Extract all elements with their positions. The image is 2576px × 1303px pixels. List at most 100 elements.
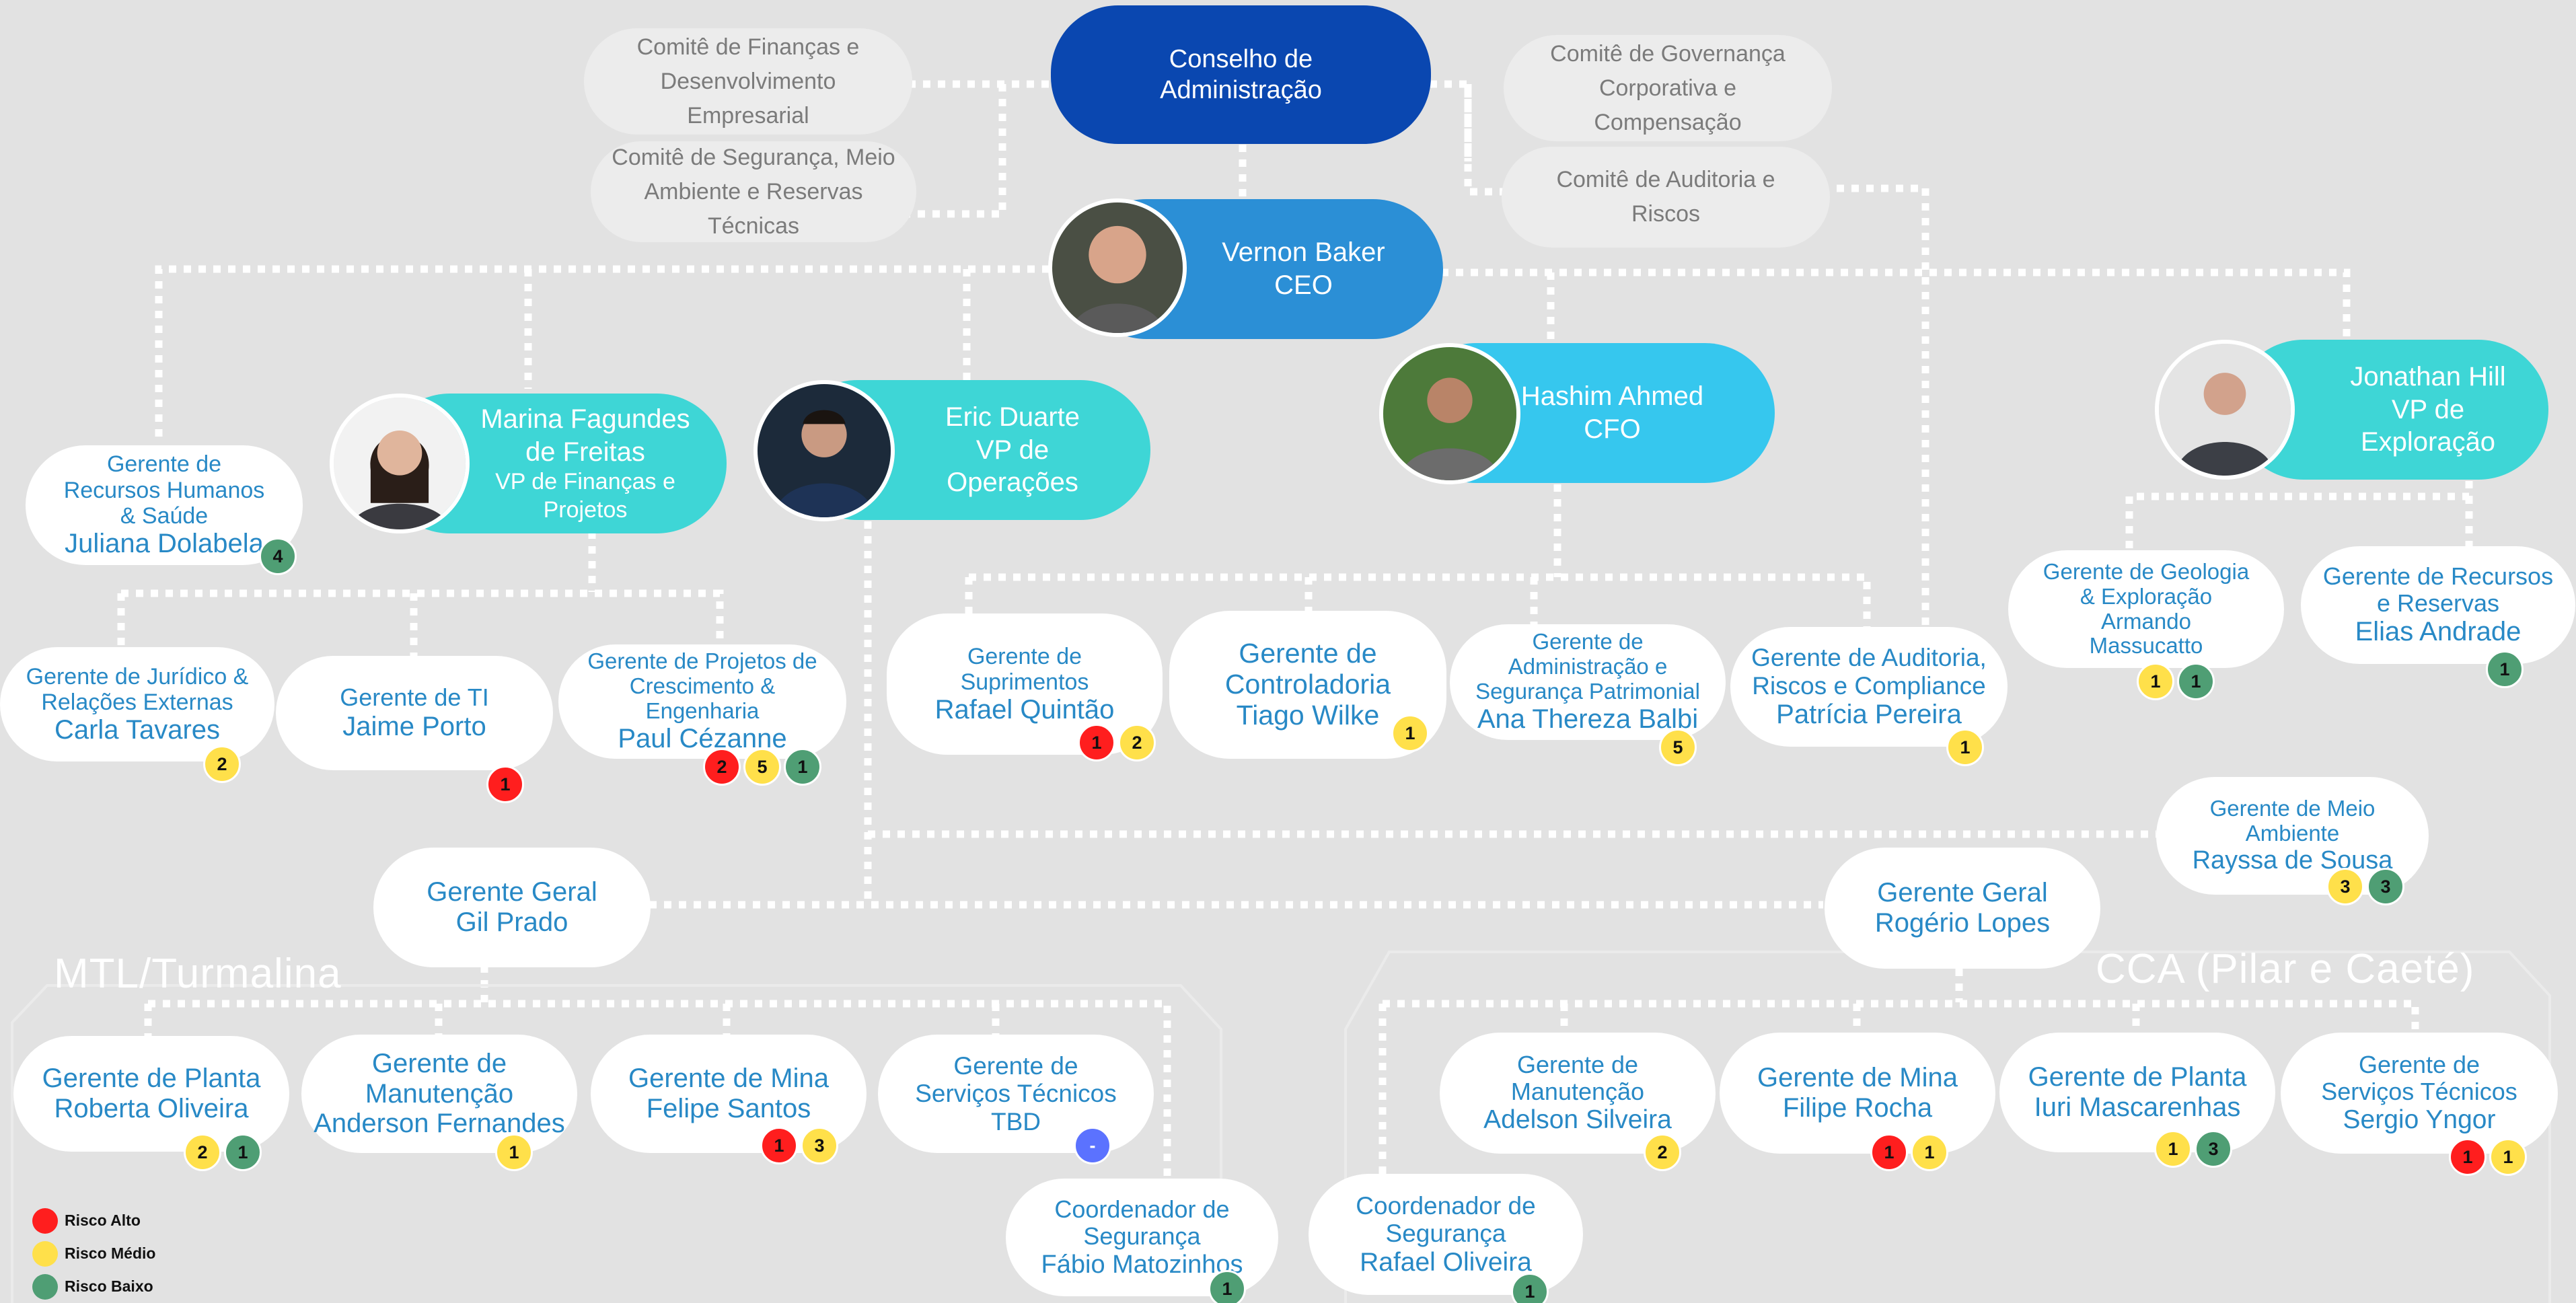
manager-servicos-tbd-title2: Serviços Técnicos	[915, 1080, 1117, 1108]
manager-servicos-sergio-name: Sergio Yngor	[2343, 1105, 2496, 1135]
manager-meio-ambiente[interactable]: Gerente de Meio Ambiente Rayssa de Sousa	[2156, 777, 2429, 895]
manager-rh[interactable]: Gerente de Recursos Humanos & Saúde Juli…	[26, 445, 303, 565]
manager-servicos-sergio[interactable]: Gerente de Serviços Técnicos Sergio Yngo…	[2281, 1033, 2558, 1154]
legend-medium: Risco Médio	[32, 1237, 155, 1270]
manager-rh-name: Juliana Dolabela	[65, 528, 264, 558]
manager-administracao-name: Ana Thereza Balbi	[1477, 704, 1699, 735]
manager-mina-felipe-title: Gerente de Mina	[628, 1064, 829, 1094]
manager-rh-title3: & Saúde	[120, 502, 209, 529]
cfo-name: Hashim Ahmed	[1520, 381, 1704, 412]
manager-geologia[interactable]: Gerente de Geologia & Exploração Armando…	[2008, 550, 2284, 668]
manager-administracao[interactable]: Gerente de Administração e Segurança Pat…	[1450, 624, 1726, 740]
vp-financas-title1: VP de Finanças e	[495, 469, 675, 495]
manager-manutencao-anderson-name: Anderson Fernandes	[314, 1109, 565, 1139]
manager-auditoria[interactable]: Gerente de Auditoria, Riscos e Complianc…	[1730, 627, 2008, 747]
risk-badge-low: 1	[1208, 1270, 1246, 1303]
coordinator-rafael-name: Rafael Oliveira	[1360, 1247, 1532, 1277]
risk-badge-medium: 2	[1118, 724, 1156, 761]
manager-manutencao-adelson-title1: Gerente de	[1516, 1050, 1639, 1078]
manager-geral-gil[interactable]: Gerente Geral Gil Prado	[373, 848, 651, 967]
committee-financas-line1: Comitê de Finanças e	[636, 34, 860, 60]
manager-geral-gil-name: Gil Prado	[455, 907, 568, 937]
manager-recursos[interactable]: Gerente de Recursos e Reservas Elias And…	[2301, 546, 2575, 664]
committee-governanca-line3: Compensação	[1594, 109, 1742, 135]
legend-low: Risco Baixo	[32, 1270, 155, 1303]
manager-suprimentos-title1: Gerente de	[967, 643, 1082, 669]
manager-geral-gil-title: Gerente Geral	[427, 877, 597, 907]
manager-geral-rogerio-name: Rogério Lopes	[1874, 908, 2051, 938]
coordinator-fabio-badges: 1	[1208, 1270, 1246, 1303]
manager-ti-badges: 1	[486, 766, 524, 803]
manager-juridico-title2: Relações Externas	[41, 689, 233, 715]
risk-badge-medium: 1	[495, 1133, 533, 1171]
manager-recursos-title1: Gerente de Recursos	[2322, 562, 2554, 590]
manager-geral-rogerio[interactable]: Gerente Geral Rogério Lopes	[1825, 848, 2100, 969]
risk-badge-high: 1	[1078, 724, 1115, 761]
manager-administracao-title1: Gerente de	[1532, 629, 1644, 655]
coordinator-rafael-title2: Segurança	[1385, 1220, 1506, 1248]
manager-manutencao-adelson[interactable]: Gerente de Manutenção Adelson Silveira	[1440, 1033, 1716, 1154]
risk-badge-medium: 1	[2154, 1130, 2192, 1168]
board-line1: Conselho de	[1169, 44, 1313, 73]
vp-exploracao-title2: Exploração	[2360, 427, 2496, 457]
manager-mina-filipe[interactable]: Gerente de Mina Filipe Rocha	[1720, 1033, 1995, 1154]
manager-projetos[interactable]: Gerente de Projetos de Crescimento & Eng…	[558, 644, 846, 759]
risk-badge-low: 1	[2486, 650, 2524, 688]
legend-high-dot	[32, 1207, 58, 1234]
manager-projetos-title3: Engenharia	[645, 698, 760, 724]
legend-high-label: Risco Alto	[65, 1212, 141, 1229]
manager-mina-filipe-title: Gerente de Mina	[1757, 1063, 1958, 1093]
manager-ti-title1: Gerente de TI	[340, 683, 489, 712]
manager-suprimentos[interactable]: Gerente de Suprimentos Rafael Quintão	[887, 613, 1163, 755]
legend-high: Risco Alto	[32, 1204, 155, 1237]
committee-financas[interactable]: Comitê de Finanças e Desenvolvimento Emp…	[584, 28, 912, 135]
committee-auditoria-line2: Riscos	[1631, 201, 1701, 227]
risk-badge-high: 1	[1870, 1133, 1908, 1171]
committee-financas-line2: Desenvolvimento	[660, 68, 836, 94]
risk-badge-high: 2	[703, 748, 741, 786]
legend-low-label: Risco Baixo	[65, 1277, 153, 1295]
manager-juridico[interactable]: Gerente de Jurídico & Relações Externas …	[0, 647, 274, 761]
manager-planta-iuri[interactable]: Gerente de Planta Iuri Mascarenhas	[1999, 1033, 2275, 1152]
manager-geologia-badges: 1 1	[2137, 663, 2215, 700]
manager-planta-roberta[interactable]: Gerente de Planta Roberta Oliveira	[13, 1036, 289, 1152]
coordinator-fabio-title1: Coordenador de	[1054, 1195, 1230, 1223]
manager-servicos-tbd[interactable]: Gerente de Serviços Técnicos TBD	[878, 1035, 1154, 1153]
risk-badge-medium: 3	[801, 1127, 838, 1164]
risk-badge-low: 4	[259, 537, 297, 575]
manager-projetos-title1: Gerente de Projetos de	[587, 648, 817, 674]
vp-operacoes-avatar	[753, 380, 895, 521]
committee-governanca[interactable]: Comitê de Governança Corporativa e Compe…	[1504, 35, 1832, 141]
risk-badge-medium: 3	[2326, 868, 2364, 905]
manager-controladoria-badges: 1	[1391, 714, 1429, 752]
risk-legend: Risco Alto Risco Médio Risco Baixo	[32, 1204, 155, 1303]
manager-juridico-name: Carla Tavares	[54, 714, 221, 745]
coordinator-fabio[interactable]: Coordenador de Segurança Fábio Matozinho…	[1006, 1179, 1278, 1296]
manager-manutencao-anderson[interactable]: Gerente de Manutenção Anderson Fernandes	[301, 1035, 577, 1153]
committee-governanca-line2: Corporativa e	[1598, 75, 1737, 101]
committee-auditoria[interactable]: Comitê de Auditoria e Riscos	[1502, 147, 1830, 248]
manager-mina-felipe-badges: 1 3	[760, 1127, 838, 1164]
manager-rh-title2: Recursos Humanos	[63, 477, 265, 503]
vp-financas-name2: de Freitas	[525, 437, 645, 467]
manager-mina-felipe-name: Felipe Santos	[646, 1094, 811, 1123]
manager-meio-ambiente-name: Rayssa de Sousa	[2192, 846, 2393, 875]
manager-auditoria-name: Patrícia Pereira	[1776, 700, 1962, 730]
cfo-title: CFO	[1584, 414, 1641, 444]
risk-badge-medium: 2	[1644, 1133, 1681, 1171]
manager-servicos-sergio-title2: Serviços Técnicos	[2321, 1078, 2517, 1106]
ceo-avatar	[1048, 198, 1187, 337]
board-node[interactable]: Conselho de Administração	[1051, 5, 1431, 144]
committee-seguranca[interactable]: Comitê de Segurança, Meio Ambiente e Res…	[591, 141, 916, 242]
manager-ti-name: Jaime Porto	[342, 711, 486, 741]
vp-exploracao-name: Jonathan Hill	[2350, 361, 2506, 392]
board-line2: Administração	[1160, 76, 1322, 104]
manager-rh-badges: 4	[259, 537, 297, 575]
manager-ti[interactable]: Gerente de TI Jaime Porto	[276, 656, 553, 770]
vp-financas-title2: Projetos	[543, 496, 628, 523]
manager-servicos-tbd-badges: -	[1074, 1127, 1111, 1164]
manager-geral-rogerio-title: Gerente Geral	[1877, 878, 2048, 908]
manager-juridico-badges: 2	[203, 745, 241, 783]
coordinator-fabio-title2: Segurança	[1083, 1222, 1201, 1251]
